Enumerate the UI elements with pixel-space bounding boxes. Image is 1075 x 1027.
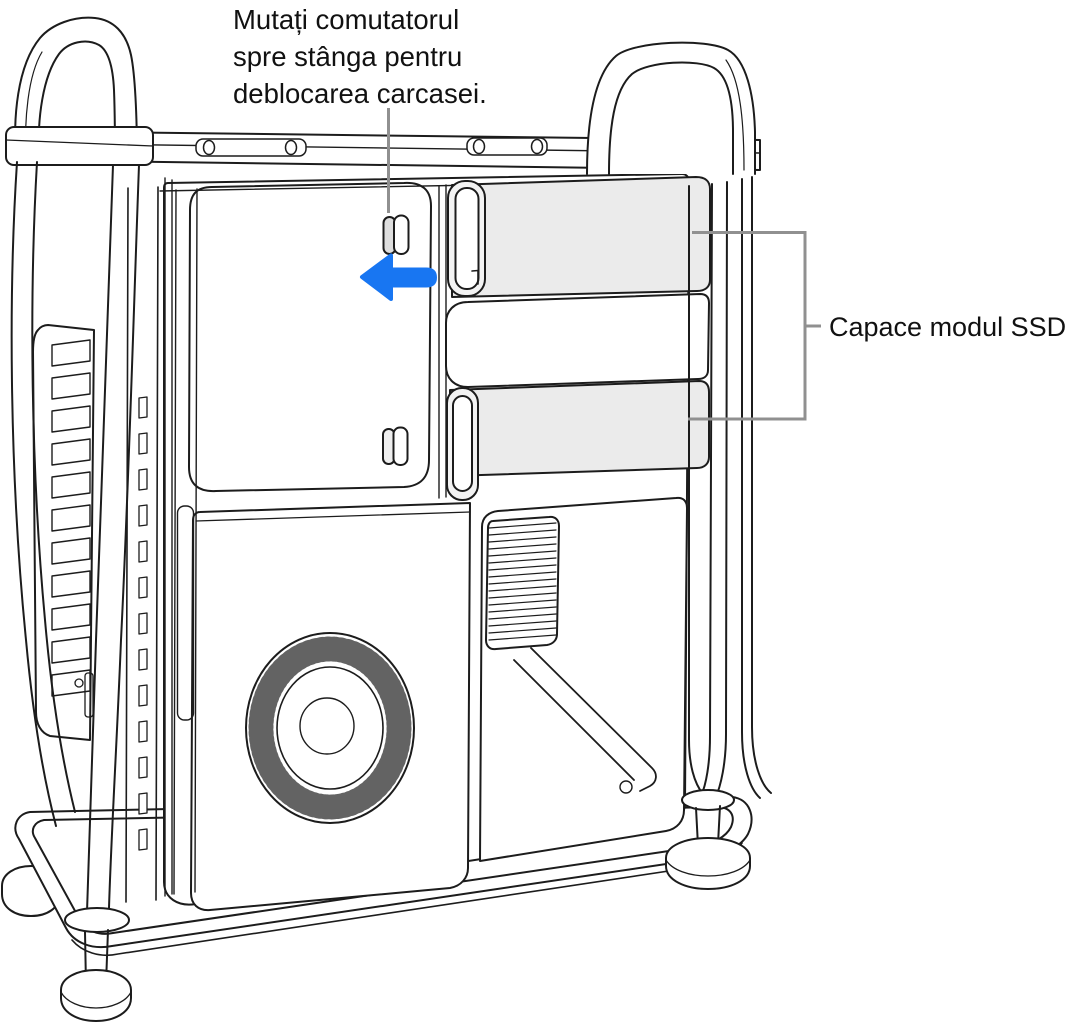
side-vent-strip <box>125 177 198 903</box>
vent-slots <box>138 396 148 851</box>
ssd-cover-top <box>451 176 711 298</box>
pcie-slot-brackets <box>32 324 95 741</box>
ssd-covers-label: Capace modul SSD <box>829 312 1067 342</box>
right-carry-handle <box>586 41 756 175</box>
diagonal-ridge <box>513 647 657 792</box>
housing-unlock-switch <box>382 214 410 255</box>
unlock-instruction-line-2: spre stânga pentru <box>233 41 463 72</box>
lower-latch-switch <box>382 426 409 466</box>
heatsink-vent <box>485 515 560 651</box>
left-carry-handle <box>5 16 154 166</box>
front-left-foot <box>60 907 132 1022</box>
frame-rails <box>10 161 772 913</box>
door-channel <box>176 505 195 721</box>
ssd-module-covers <box>445 176 711 501</box>
access-door-panel <box>188 181 432 493</box>
fan-panel <box>190 502 471 912</box>
screw-plate <box>195 137 548 157</box>
power-supply-panel <box>479 496 688 862</box>
ssd-cover-bottom <box>449 380 710 477</box>
ssd-bracket <box>688 231 821 421</box>
cooling-fan <box>245 632 415 824</box>
front-right-foot <box>665 789 751 890</box>
move-left-arrow <box>360 253 437 301</box>
unlock-instruction-label: Mutați comutatorul spre stânga pentru de… <box>233 1 487 112</box>
ssd-cover-middle <box>445 293 710 388</box>
unlock-instruction-line-1: Mutați comutatorul <box>233 4 460 35</box>
screw <box>619 780 633 794</box>
unlock-instruction-line-3: deblocarea carcasei. <box>233 78 487 109</box>
